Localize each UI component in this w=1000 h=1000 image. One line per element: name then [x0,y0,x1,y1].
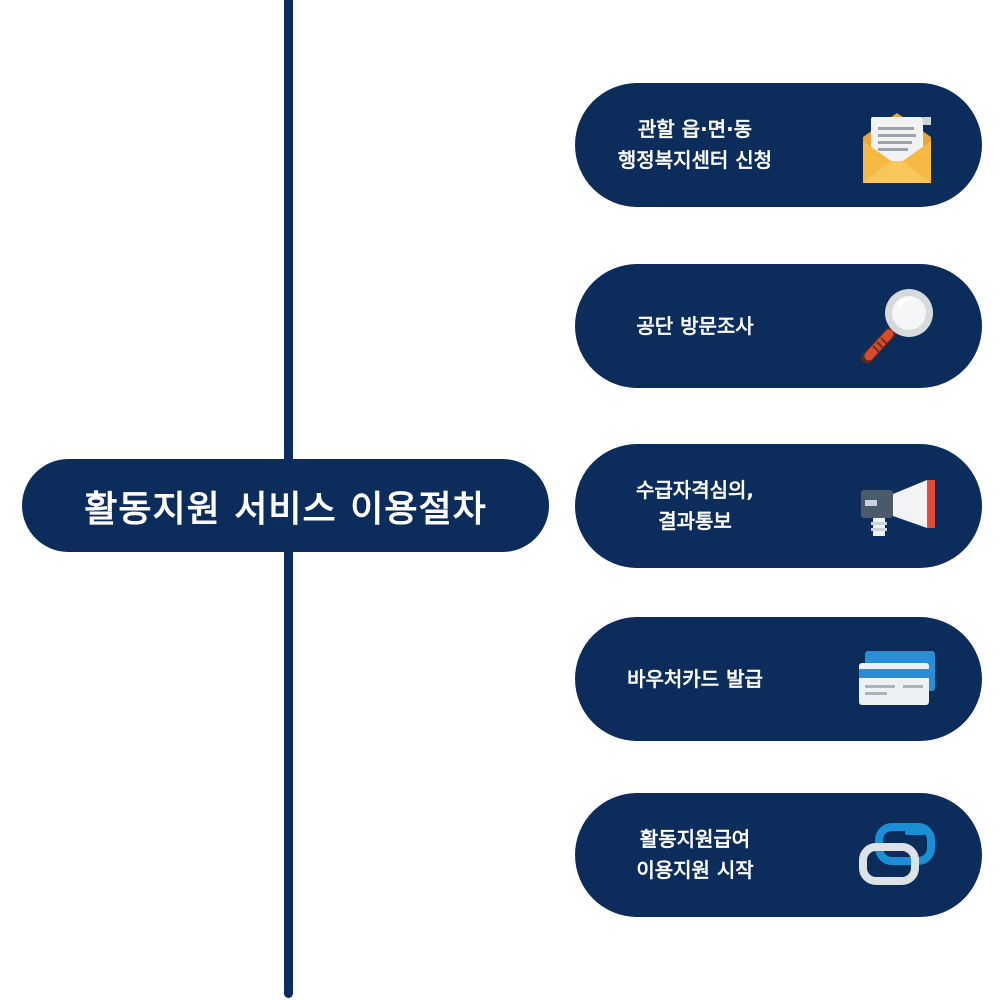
step-label: 관할 읍·면·동 행정복지센터 신청 [575,83,815,207]
credit-card-icon [857,639,937,719]
step-label-line1: 수급자격심의, [636,478,754,502]
step-label-line2: 행정복지센터 신청 [617,148,773,172]
step-label-line1: 공단 방문조사 [636,313,754,338]
envelope-icon [857,105,937,185]
step-eligibility-review: 수급자격심의, 결과통보 [575,444,982,568]
step-label-line1: 활동지원급여 [639,827,751,851]
step-apply: 관할 읍·면·동 행정복지센터 신청 [575,83,982,207]
step-label-line2: 결과통보 [658,509,732,533]
megaphone-icon [857,466,937,546]
process-title: 활동지원 서비스 이용절차 [84,488,487,530]
step-label-line1: 관할 읍·면·동 [637,117,753,141]
step-label: 바우처카드 발급 [575,617,815,741]
step-label-line1: 바우처카드 발급 [627,666,763,691]
magnifier-icon [857,286,937,366]
step-label: 수급자격심의, 결과통보 [575,444,815,568]
step-voucher-card: 바우처카드 발급 [575,617,982,741]
step-label: 활동지원급여 이용지원 시작 [575,793,815,917]
chain-link-icon [857,815,937,895]
process-title-pill: 활동지원 서비스 이용절차 [22,459,549,552]
step-service-start: 활동지원급여 이용지원 시작 [575,793,982,917]
step-label-line2: 이용지원 시작 [636,858,754,882]
step-visit-survey: 공단 방문조사 [575,264,982,388]
step-label: 공단 방문조사 [575,264,815,388]
